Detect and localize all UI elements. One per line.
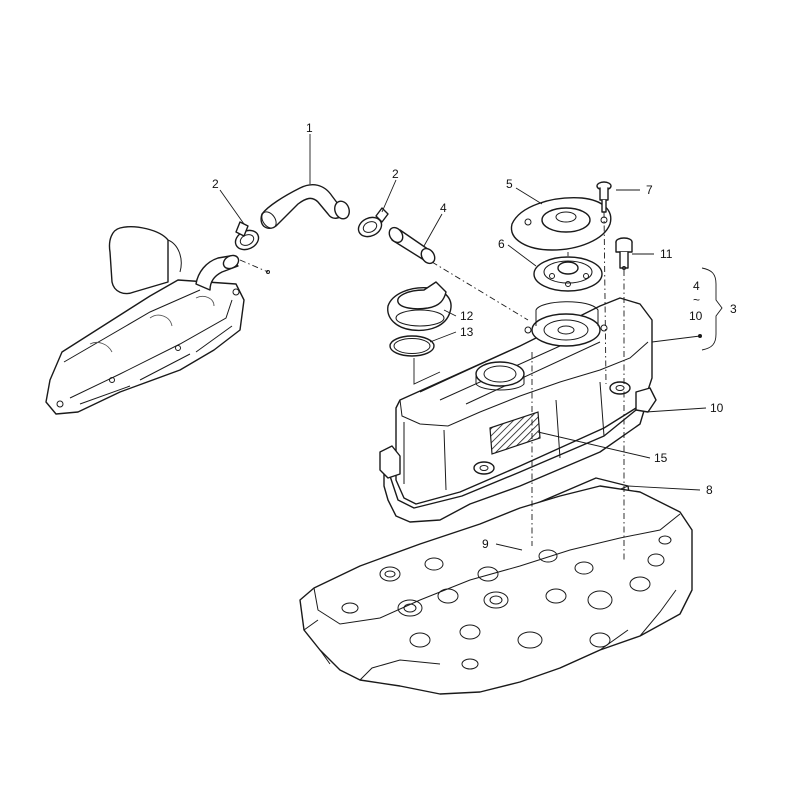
- intake-manifold: [45, 226, 245, 415]
- callout-11: 11: [660, 247, 673, 261]
- callout-6: 6: [498, 237, 505, 251]
- screw-part-7: [596, 181, 612, 213]
- callout-8: 8: [706, 483, 713, 497]
- callout-4: 4: [440, 201, 447, 215]
- callout-15: 15: [654, 451, 668, 465]
- callout-range-tilde: ~: [693, 293, 700, 307]
- callout-12: 12: [460, 309, 474, 323]
- leader-lines: [219, 134, 723, 551]
- label-plate: [489, 411, 541, 455]
- callout-13: 13: [460, 325, 474, 339]
- callout-range-to: 10: [689, 309, 703, 323]
- bolt-part-11: [615, 237, 633, 270]
- callout-labels: 1 2 2 3 4 4 ~ 10 5 6 7 8 9 10 11 12 13 1…: [212, 121, 737, 551]
- alignment-lines: [239, 211, 625, 560]
- pipe-fitting: [388, 226, 436, 265]
- o-ring: [389, 335, 435, 357]
- cylinder-head: [299, 485, 693, 695]
- breather-diaphragm: [533, 256, 603, 292]
- callout-2-left: 2: [212, 177, 219, 191]
- callout-7: 7: [646, 183, 653, 197]
- callout-2-right: 2: [392, 167, 399, 181]
- callout-3: 3: [730, 302, 737, 316]
- callout-9: 9: [482, 537, 489, 551]
- breather-hose: [260, 184, 350, 274]
- breather-cover: [510, 197, 612, 251]
- hose-clamp-left: [234, 221, 260, 251]
- callout-1: 1: [306, 121, 313, 135]
- oil-filler-cap: [387, 281, 452, 332]
- hose-clamp-right: [357, 207, 389, 238]
- callout-10: 10: [710, 401, 724, 415]
- callout-5: 5: [506, 177, 513, 191]
- callout-range-from: 4: [693, 279, 700, 293]
- valve-cover: [379, 297, 657, 523]
